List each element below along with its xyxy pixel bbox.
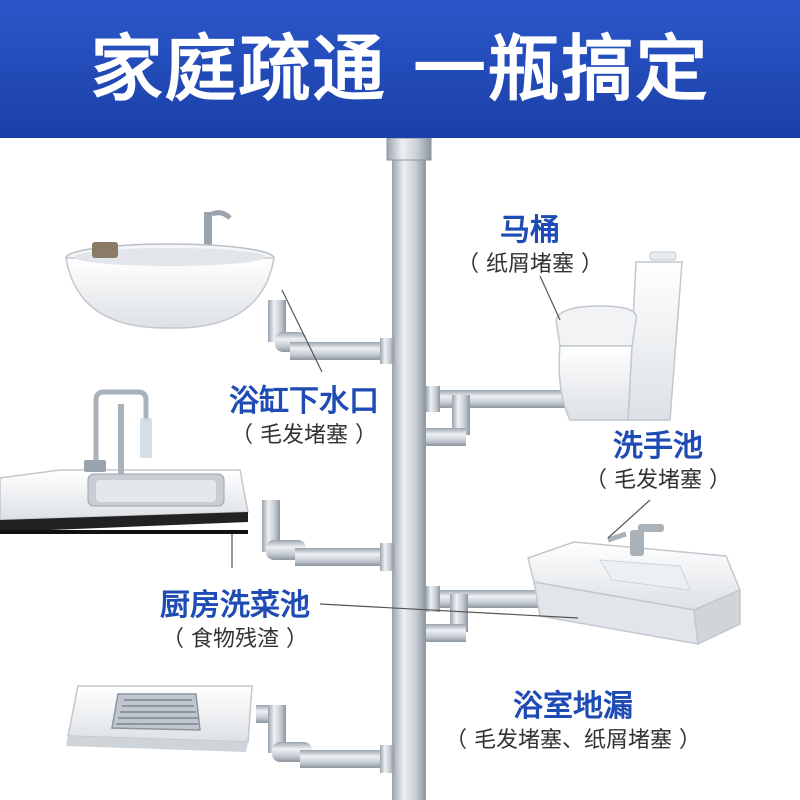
bathtub-label: 浴缸下水口 （ 毛发堵塞 ） <box>214 383 394 451</box>
kitchen-sink-label: 厨房洗菜池 （ 食物残渣 ） <box>140 587 330 655</box>
toilet-name: 马桶 <box>500 213 560 248</box>
kitchen-sink-note: （ 食物残渣 ） <box>162 627 308 652</box>
bathtub-note: （ 毛发堵塞 ） <box>231 423 377 448</box>
floor-drain-illustration <box>66 685 253 752</box>
floor-drain-note: （ 毛发堵塞、纸屑堵塞 ） <box>445 728 701 753</box>
bathtub-name: 浴缸下水口 <box>229 384 379 419</box>
banner-title: 家庭疏通 一瓶搞定 <box>90 27 710 111</box>
toilet-label: 马桶 （ 纸屑堵塞 ） <box>450 212 610 280</box>
toilet-drain-pipe <box>426 386 576 446</box>
kitchen-sink-illustration <box>0 389 249 568</box>
bathtub-illustration <box>65 210 275 329</box>
floor-drain-name: 浴室地漏 <box>513 689 633 724</box>
toilet-note: （ 纸屑堵塞 ） <box>457 252 603 277</box>
basin-note: （ 毛发堵塞 ） <box>585 468 731 493</box>
basin-drain-pipe <box>426 586 546 642</box>
header-banner: 家庭疏通 一瓶搞定 <box>0 0 800 138</box>
floor-drain-label: 浴室地漏 （ 毛发堵塞、纸屑堵塞 ） <box>418 688 728 756</box>
main-drain-pipe <box>386 138 432 800</box>
basin-label: 洗手池 （ 毛发堵塞 ） <box>578 428 738 496</box>
kitchen-drain-pipe <box>262 500 394 571</box>
basin-illustration <box>527 524 741 646</box>
bathtub-drain-pipe <box>268 300 394 364</box>
basin-name: 洗手池 <box>613 429 703 464</box>
kitchen-sink-name: 厨房洗菜池 <box>160 588 310 623</box>
leader-lines <box>281 275 651 619</box>
floor-drain-pipe <box>256 705 394 773</box>
toilet-illustration <box>555 251 683 421</box>
plumbing-illustration <box>0 138 741 800</box>
